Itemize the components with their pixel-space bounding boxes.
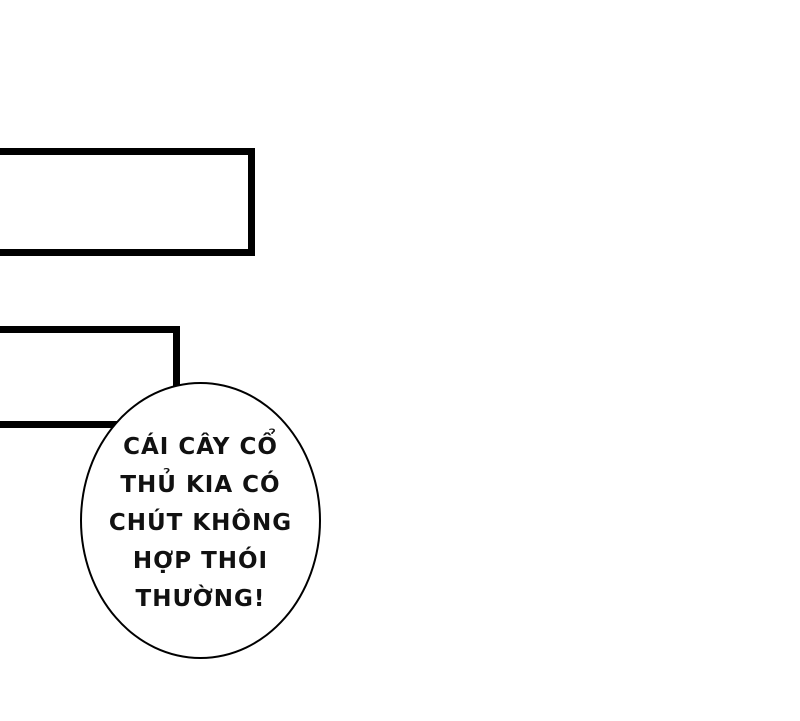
speech-line: HỢP THÓI <box>132 547 269 574</box>
comic-panel-frame-top <box>0 148 255 256</box>
speech-line: CHÚT KHÔNG <box>108 509 293 536</box>
speech-line: THỦ KIA CÓ <box>120 471 281 498</box>
speech-line: THƯỜNG! <box>135 585 266 612</box>
speech-bubble: CÁI CÂY CỔ THỦ KIA CÓ CHÚT KHÔNG HỢP THÓ… <box>80 382 321 659</box>
speech-bubble-text: CÁI CÂY CỔ THỦ KIA CÓ CHÚT KHÔNG HỢP THÓ… <box>109 428 292 618</box>
speech-line: CÁI CÂY CỔ <box>123 433 278 460</box>
comic-panel-frame-bottom <box>0 326 180 428</box>
